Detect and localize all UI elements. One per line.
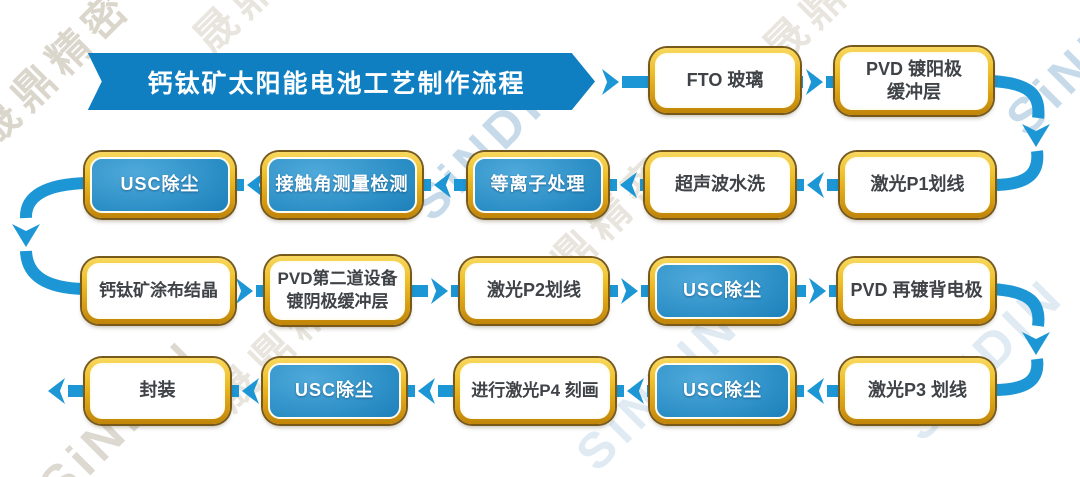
step-usc-clean-3: USC除尘 [263,358,406,424]
arrow-usc2-to-pvd-back [793,278,840,304]
step-pvd-cathode-buffer: PVD第二道设备镀阴极缓冲层 [265,256,410,325]
step-usc-clean-2: USC除尘 [650,258,795,324]
arrow-usc3-to-package [228,378,265,404]
arrowhead-right-icon [806,69,823,95]
arrow-banner-to-fto [602,69,650,95]
arrowhead-left-icon [434,172,451,198]
step-pvd-anode-buffer: PVD 镀阳极缓冲层 [835,47,993,115]
step-laser-p1: 激光P1划线 [840,152,995,218]
step-laser-p4: 进行激光P4 刻画 [455,358,615,424]
step-usc-clean-1: USC除尘 [85,152,235,218]
arrow-package-exit [48,378,87,404]
step-usc-clean-4: USC除尘 [650,358,795,424]
arrow-wash-to-plasma [606,172,647,198]
step-plasma-treatment: 等离子处理 [468,152,608,218]
step-fto-glass: FTO 玻璃 [650,48,800,113]
arrowhead-right-icon [236,278,253,304]
arrowhead-right-icon [431,278,448,304]
arrow-p1-to-wash [793,172,842,198]
step-contact-angle-test: 接触角测量检测 [262,152,422,218]
arrowhead-right-icon [602,69,619,95]
arrowhead-left-icon [620,172,637,198]
arrow-p2-to-usc2 [606,278,652,304]
arrowhead-left-icon [48,378,65,404]
arrowhead-left-icon [242,378,259,404]
step-perovskite-coating: 钙钛矿涂布结晶 [82,258,235,324]
arrowhead-down-icon [1022,332,1050,355]
step-laser-p2: 激光P2划线 [460,258,608,324]
arrowhead-left-icon [627,378,644,404]
step-ultrasonic-wash: 超声波水洗 [645,152,795,218]
arrow-pvd-cathode-to-p2 [408,278,462,304]
arrow-perovskite-to-pvd-cathode [233,278,267,304]
arrowhead-right-icon [809,278,826,304]
arrowhead-left-icon [807,172,824,198]
arrow-plasma-to-contact-angle [420,172,470,198]
arrow-p3-to-usc4 [793,378,842,404]
title-banner: 钙钛矿太阳能电池工艺制作流程 [87,53,595,110]
arrowhead-right-icon [621,278,638,304]
arrow-usc4-to-p4 [613,378,652,404]
arrowhead-left-icon [807,378,824,404]
arrow-fto-to-pvd-anode [798,69,837,95]
arrowhead-down-icon [1022,124,1050,147]
step-pvd-back-electrode: PVD 再镀背电极 [838,258,995,324]
arrowhead-left-icon [418,378,435,404]
step-laser-p3: 激光P3 划线 [840,358,995,424]
arrow-p4-to-usc3 [404,378,457,404]
page-title: 钙钛矿太阳能电池工艺制作流程 [147,69,526,98]
arrowhead-down-icon [12,224,40,247]
step-packaging: 封装 [85,358,230,424]
arrow-contact-angle-to-usc1 [233,172,264,198]
